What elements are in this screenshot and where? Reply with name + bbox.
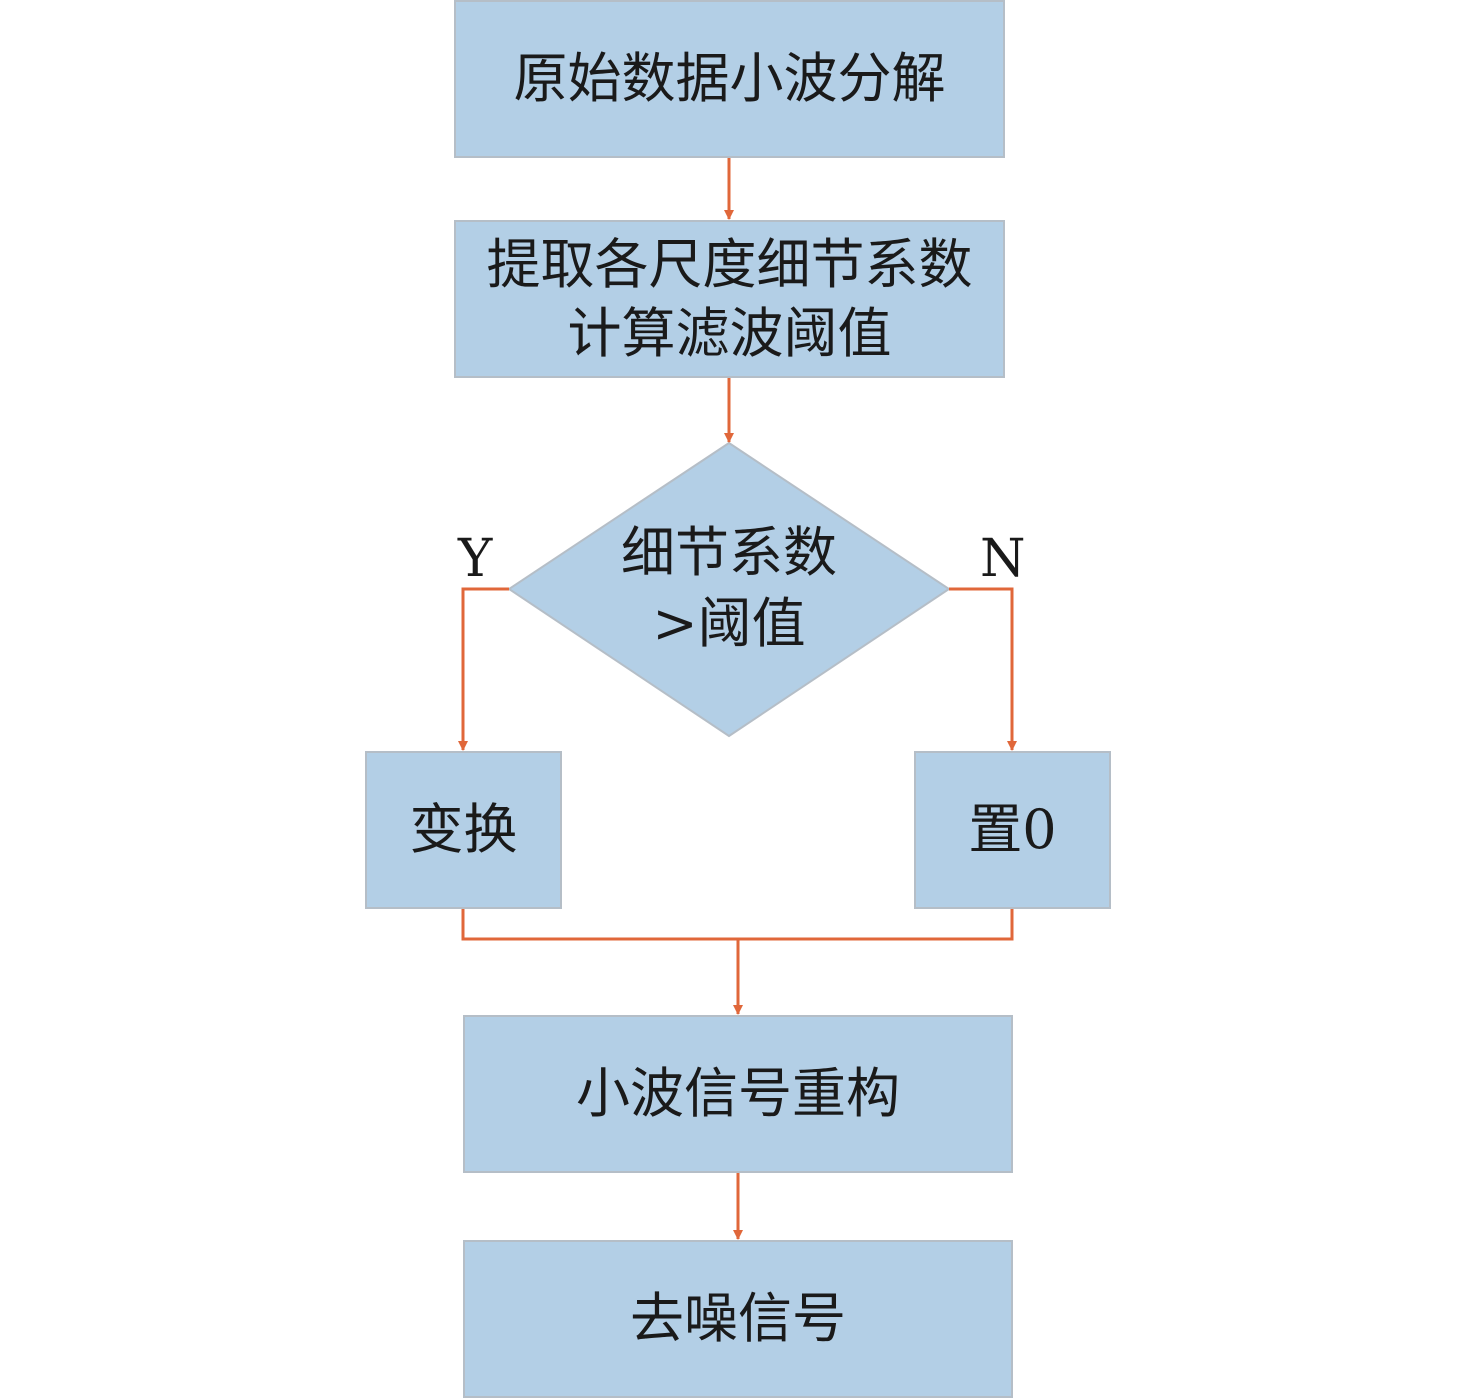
- reconstruct-box: 小波信号重构: [463, 1015, 1013, 1173]
- arrow-no-branch: [949, 587, 1017, 751]
- yes-label: Y: [458, 529, 493, 589]
- arrow-yes-branch: [458, 587, 509, 751]
- threshold-box: 提取各尺度细节系数 计算滤波阈值: [454, 220, 1005, 378]
- decompose-label: 原始数据小波分解: [513, 47, 946, 111]
- set-zero-label: 置0: [968, 798, 1057, 862]
- reconstruct-label: 小波信号重构: [576, 1062, 900, 1126]
- set-zero-box: 置0: [914, 751, 1111, 909]
- decision-label-line1: 细节系数: [621, 520, 837, 584]
- decision-diamond: [507, 441, 951, 738]
- decompose-box: 原始数据小波分解: [454, 0, 1005, 158]
- no-label: N: [980, 529, 1026, 589]
- denoised-box: 去噪信号: [463, 1240, 1013, 1398]
- threshold-label-line2: 计算滤波阈值: [567, 302, 892, 365]
- merge-line: [461, 908, 1014, 941]
- transform-label: 变换: [409, 798, 518, 862]
- decision-label-line2: >阈值: [652, 592, 806, 655]
- denoised-label: 去噪信号: [630, 1287, 846, 1351]
- threshold-label-line1: 提取各尺度细节系数: [486, 232, 973, 296]
- decision-label: 细节系数 >阈值: [589, 513, 869, 663]
- transform-box: 变换: [365, 751, 562, 909]
